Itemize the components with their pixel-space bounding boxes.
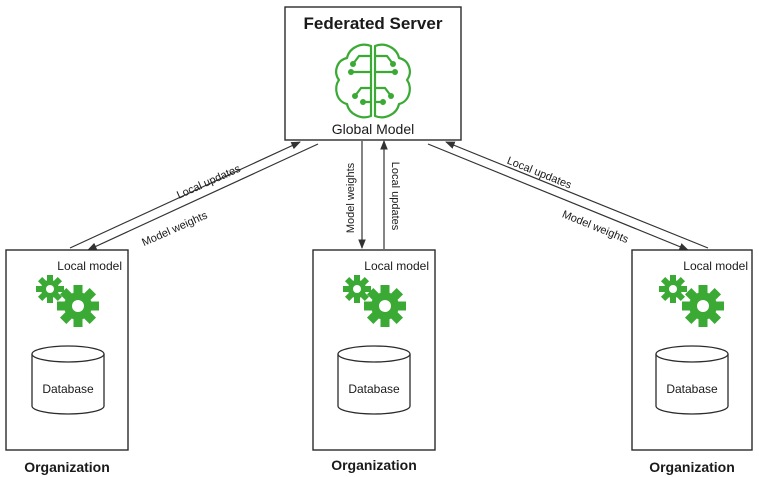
server-title: Federated Server: [304, 14, 443, 33]
local-model-label: Local model: [683, 259, 748, 273]
database-label: Database: [666, 382, 718, 396]
gear-icon: [57, 285, 99, 327]
database-label: Database: [348, 382, 400, 396]
federated-server: Federated Server Global Model: [284, 6, 462, 141]
edge-label-middle-weights: Model weights: [345, 162, 357, 233]
edge-label-middle-updates: Local updates: [389, 162, 401, 231]
organization-1: Local model Database Organization: [5, 249, 129, 475]
edge-label-left-updates: Local updates: [175, 163, 243, 202]
global-model-label: Global Model: [332, 121, 415, 137]
gear-icon: [364, 285, 406, 327]
arrow-left-local-updates: [69, 141, 301, 249]
database-label: Database: [42, 382, 94, 396]
database-icon: [655, 345, 729, 415]
edge-label-right-updates: Local updates: [505, 155, 573, 192]
organization-label: Organization: [649, 459, 735, 475]
arrow-left-model-weights: [87, 143, 319, 251]
local-model-label: Local model: [364, 259, 429, 273]
brain-circuit-icon: [335, 43, 411, 119]
local-model-label: Local model: [57, 259, 122, 273]
edge-label-right-weights: Model weights: [560, 208, 630, 246]
arrow-right-local-updates: [445, 141, 709, 249]
gear-icon: [343, 275, 371, 303]
organization-2: Local model Database Organization: [312, 249, 436, 473]
edge-label-left-weights: Model weights: [140, 209, 210, 249]
gear-icon: [659, 275, 687, 303]
gear-icon: [36, 275, 64, 303]
database-icon: [337, 345, 411, 415]
organization-label: Organization: [331, 457, 417, 473]
database-icon: [31, 345, 105, 415]
organization-3: Local model Database Organization: [631, 249, 753, 475]
server-box: [284, 6, 462, 141]
arrow-right-model-weights: [427, 143, 689, 251]
gear-icon: [682, 285, 724, 327]
organization-label: Organization: [24, 459, 110, 475]
edges: [69, 140, 709, 251]
